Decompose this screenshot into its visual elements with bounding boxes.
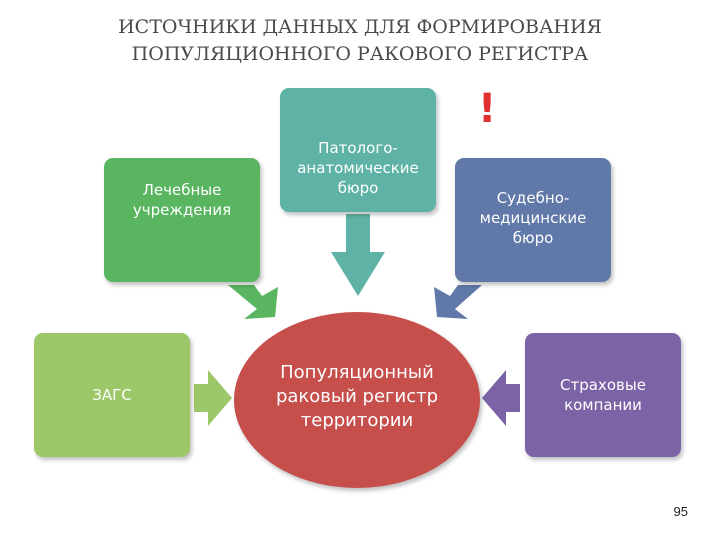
title-line-2: ПОПУЛЯЦИОННОГО РАКОВОГО РЕГИСТРА [131,43,589,65]
population-cancer-registry: Популяционный раковый регистр территории [234,312,480,488]
source-pathology-label: Патолого- анатомические бюро [297,139,419,197]
registry-label: Популяционный раковый регистр территории [275,362,439,431]
arrow-forensic [434,285,482,319]
arrow-insurance [482,370,520,426]
source-pathology-bureaus: Патолого- анатомические бюро [280,88,436,212]
source-insurance-label: Страховые компании [560,376,646,414]
page-number: 95 [673,504,688,519]
source-insurance-companies: Страховые компании [525,333,681,457]
source-zags: ЗАГС [34,333,190,457]
source-forensic-bureaus: Судебно- медицинские бюро [455,158,611,282]
source-clinics-label: Лечебные учреждения [132,181,232,219]
slide-title: ИСТОЧНИКИ ДАННЫХ ДЛЯ ФОРМИРОВАНИЯ ПОПУЛЯ… [0,14,720,68]
source-zags-label: ЗАГС [92,386,132,404]
exclamation-icon: ! [478,86,497,132]
arrow-pathology [331,214,385,296]
arrow-clinics [228,285,278,319]
title-line-1: ИСТОЧНИКИ ДАННЫХ ДЛЯ ФОРМИРОВАНИЯ [118,16,602,38]
source-forensic-label: Судебно- медицинские бюро [479,189,587,247]
arrow-zags [194,370,232,426]
source-medical-institutions: Лечебные учреждения [104,158,260,282]
